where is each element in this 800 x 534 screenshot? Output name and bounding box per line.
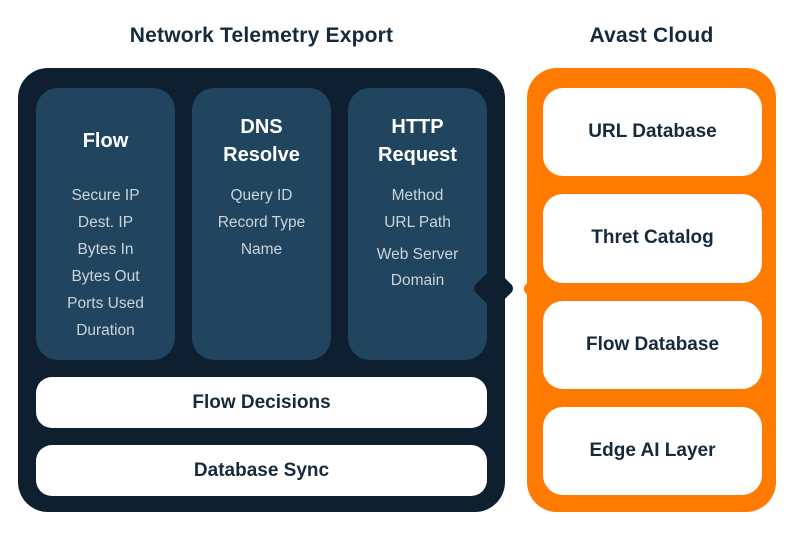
flow-item: Bytes Out bbox=[71, 268, 140, 285]
dns-item: Record Type bbox=[217, 214, 306, 231]
http-item: Method bbox=[391, 187, 444, 204]
dns-item: Query ID bbox=[230, 187, 293, 204]
http-item: URL Path bbox=[384, 214, 451, 231]
column-flow: Flow Secure IP Dest. IP Bytes In Bytes O… bbox=[36, 88, 175, 360]
column-http-items: Method URL Path Web Server Domain bbox=[359, 182, 476, 294]
dns-item: Name bbox=[240, 241, 283, 258]
flow-item: Duration bbox=[76, 322, 135, 339]
asset-box-thret-catalog: Thret Catalog bbox=[543, 194, 762, 283]
telemetry-panel-title: Network Telemetry Export bbox=[129, 24, 394, 47]
flow-item: Bytes In bbox=[77, 241, 134, 258]
asset-box-flow-database: Flow Database bbox=[543, 300, 762, 389]
flow-item: Ports Used bbox=[67, 295, 144, 312]
column-flow-header: Flow bbox=[82, 130, 129, 152]
column-http-header: HTTP Request bbox=[378, 116, 457, 166]
column-http-request: HTTP Request Method URL Path Web Server … bbox=[348, 88, 487, 360]
telemetry-panel: Flow Secure IP Dest. IP Bytes In Bytes O… bbox=[18, 68, 505, 512]
cloud-panel: URL Database Thret Catalog Flow Database… bbox=[527, 68, 776, 512]
column-dns-resolve: DNS Resolve Query ID Record Type Name bbox=[192, 88, 331, 360]
asset-box-url-database: URL Database bbox=[543, 88, 762, 177]
flow-item: Secure IP bbox=[71, 187, 140, 204]
flow-decisions-bar: Flow Decisions bbox=[36, 377, 487, 428]
database-sync-bar: Database Sync bbox=[36, 445, 487, 496]
http-item: Web Server Domain bbox=[376, 246, 459, 289]
asset-box-edge-ai-layer: Edge AI Layer bbox=[543, 406, 762, 495]
column-flow-items: Secure IP Dest. IP Bytes In Bytes Out Po… bbox=[47, 182, 164, 344]
column-dns-header: DNS Resolve bbox=[223, 116, 300, 166]
flow-item: Dest. IP bbox=[77, 214, 134, 231]
telemetry-columns: Flow Secure IP Dest. IP Bytes In Bytes O… bbox=[36, 88, 487, 360]
cloud-panel-title: Avast Cloud bbox=[589, 24, 714, 47]
column-dns-items: Query ID Record Type Name bbox=[203, 182, 320, 263]
